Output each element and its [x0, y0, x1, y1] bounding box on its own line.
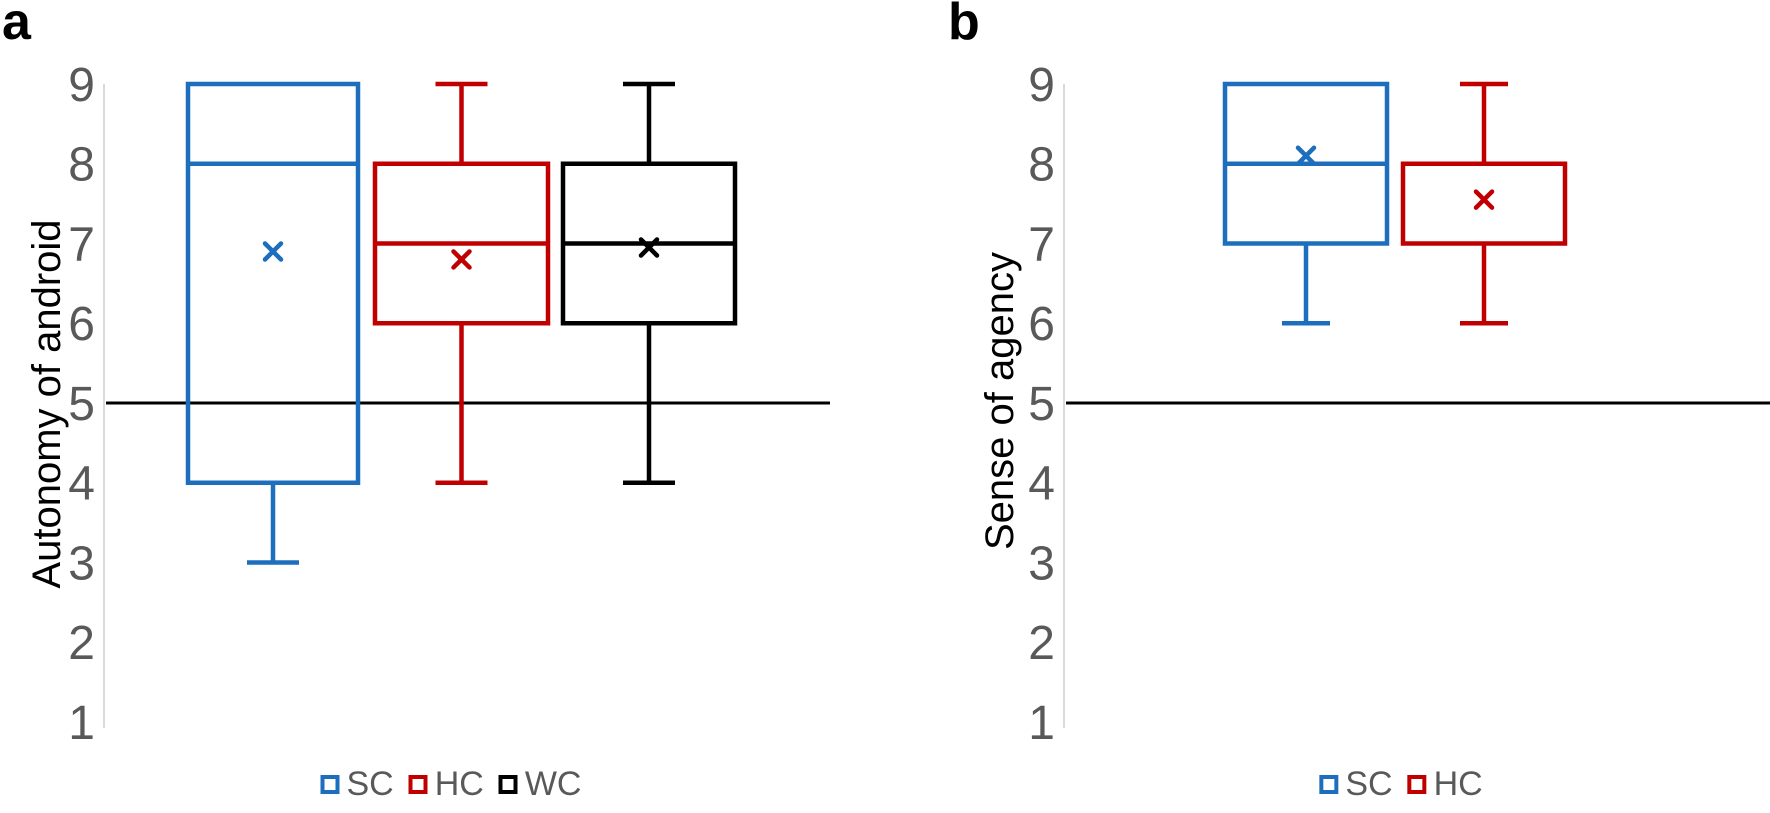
panel-a-sc-box — [185, 81, 361, 485]
panel-b-tick-label-3: 3 — [1028, 537, 1055, 590]
panel-b-tick-label-4: 4 — [1028, 458, 1055, 511]
legend-item-hc: HC — [1407, 765, 1483, 803]
legend-item-sc: SC — [320, 765, 394, 803]
legend-swatch-hc-icon — [408, 774, 428, 794]
panel-b-label: b — [948, 0, 980, 51]
panel-b-tick-label-1: 1 — [1028, 697, 1055, 750]
panel-a-label: a — [2, 0, 31, 51]
panel-a-tick-label-8: 8 — [68, 139, 95, 192]
legend-label-sc: SC — [346, 765, 394, 803]
legend-label-hc: HC — [1433, 765, 1483, 803]
panel-a-tick-label-1: 1 — [68, 697, 95, 750]
panel-a-wc-mean-marker — [638, 237, 660, 258]
legend-swatch-wc-icon — [498, 774, 518, 794]
panel-a-tick-label-2: 2 — [68, 617, 95, 670]
panel-b-hc-box — [1400, 161, 1568, 246]
legend-item-hc: HC — [408, 765, 484, 803]
panel-a-tick-label-6: 6 — [68, 298, 95, 351]
panel-a-tick-label-5: 5 — [68, 378, 95, 431]
panel-a-tick-label-3: 3 — [68, 537, 95, 590]
legend-panel-b: SC HC — [1319, 765, 1483, 803]
panel-b-tick-label-2: 2 — [1028, 617, 1055, 670]
panel-b-hc-mean-marker — [1473, 189, 1495, 210]
legend-panel-a: SC HC WC — [320, 765, 582, 803]
legend-swatch-hc-icon — [1407, 774, 1427, 794]
legend-item-sc: SC — [1319, 765, 1393, 803]
panel-a-tick-label-7: 7 — [68, 218, 95, 271]
legend-swatch-sc-icon — [1319, 774, 1339, 794]
legend-label-wc: WC — [524, 765, 582, 803]
legend-item-wc: WC — [498, 765, 582, 803]
panel-b-tick-label-6: 6 — [1028, 298, 1055, 351]
panel-a-tick-label-4: 4 — [68, 458, 95, 511]
panel-b-tick-label-7: 7 — [1028, 218, 1055, 271]
legend-swatch-sc-icon — [320, 774, 340, 794]
panel-b-tick-label-9: 9 — [1028, 59, 1055, 112]
panel-b-tick-label-5: 5 — [1028, 378, 1055, 431]
legend-label-hc: HC — [434, 765, 484, 803]
panel-b-tick-label-8: 8 — [1028, 139, 1055, 192]
panel-a-hc-mean-marker — [451, 249, 472, 270]
panel-a-sc-mean-marker — [262, 241, 284, 262]
panel-b-sc-mean-marker — [1295, 145, 1317, 167]
panel-a-tick-label-9: 9 — [68, 59, 95, 112]
legend-label-sc: SC — [1345, 765, 1393, 803]
